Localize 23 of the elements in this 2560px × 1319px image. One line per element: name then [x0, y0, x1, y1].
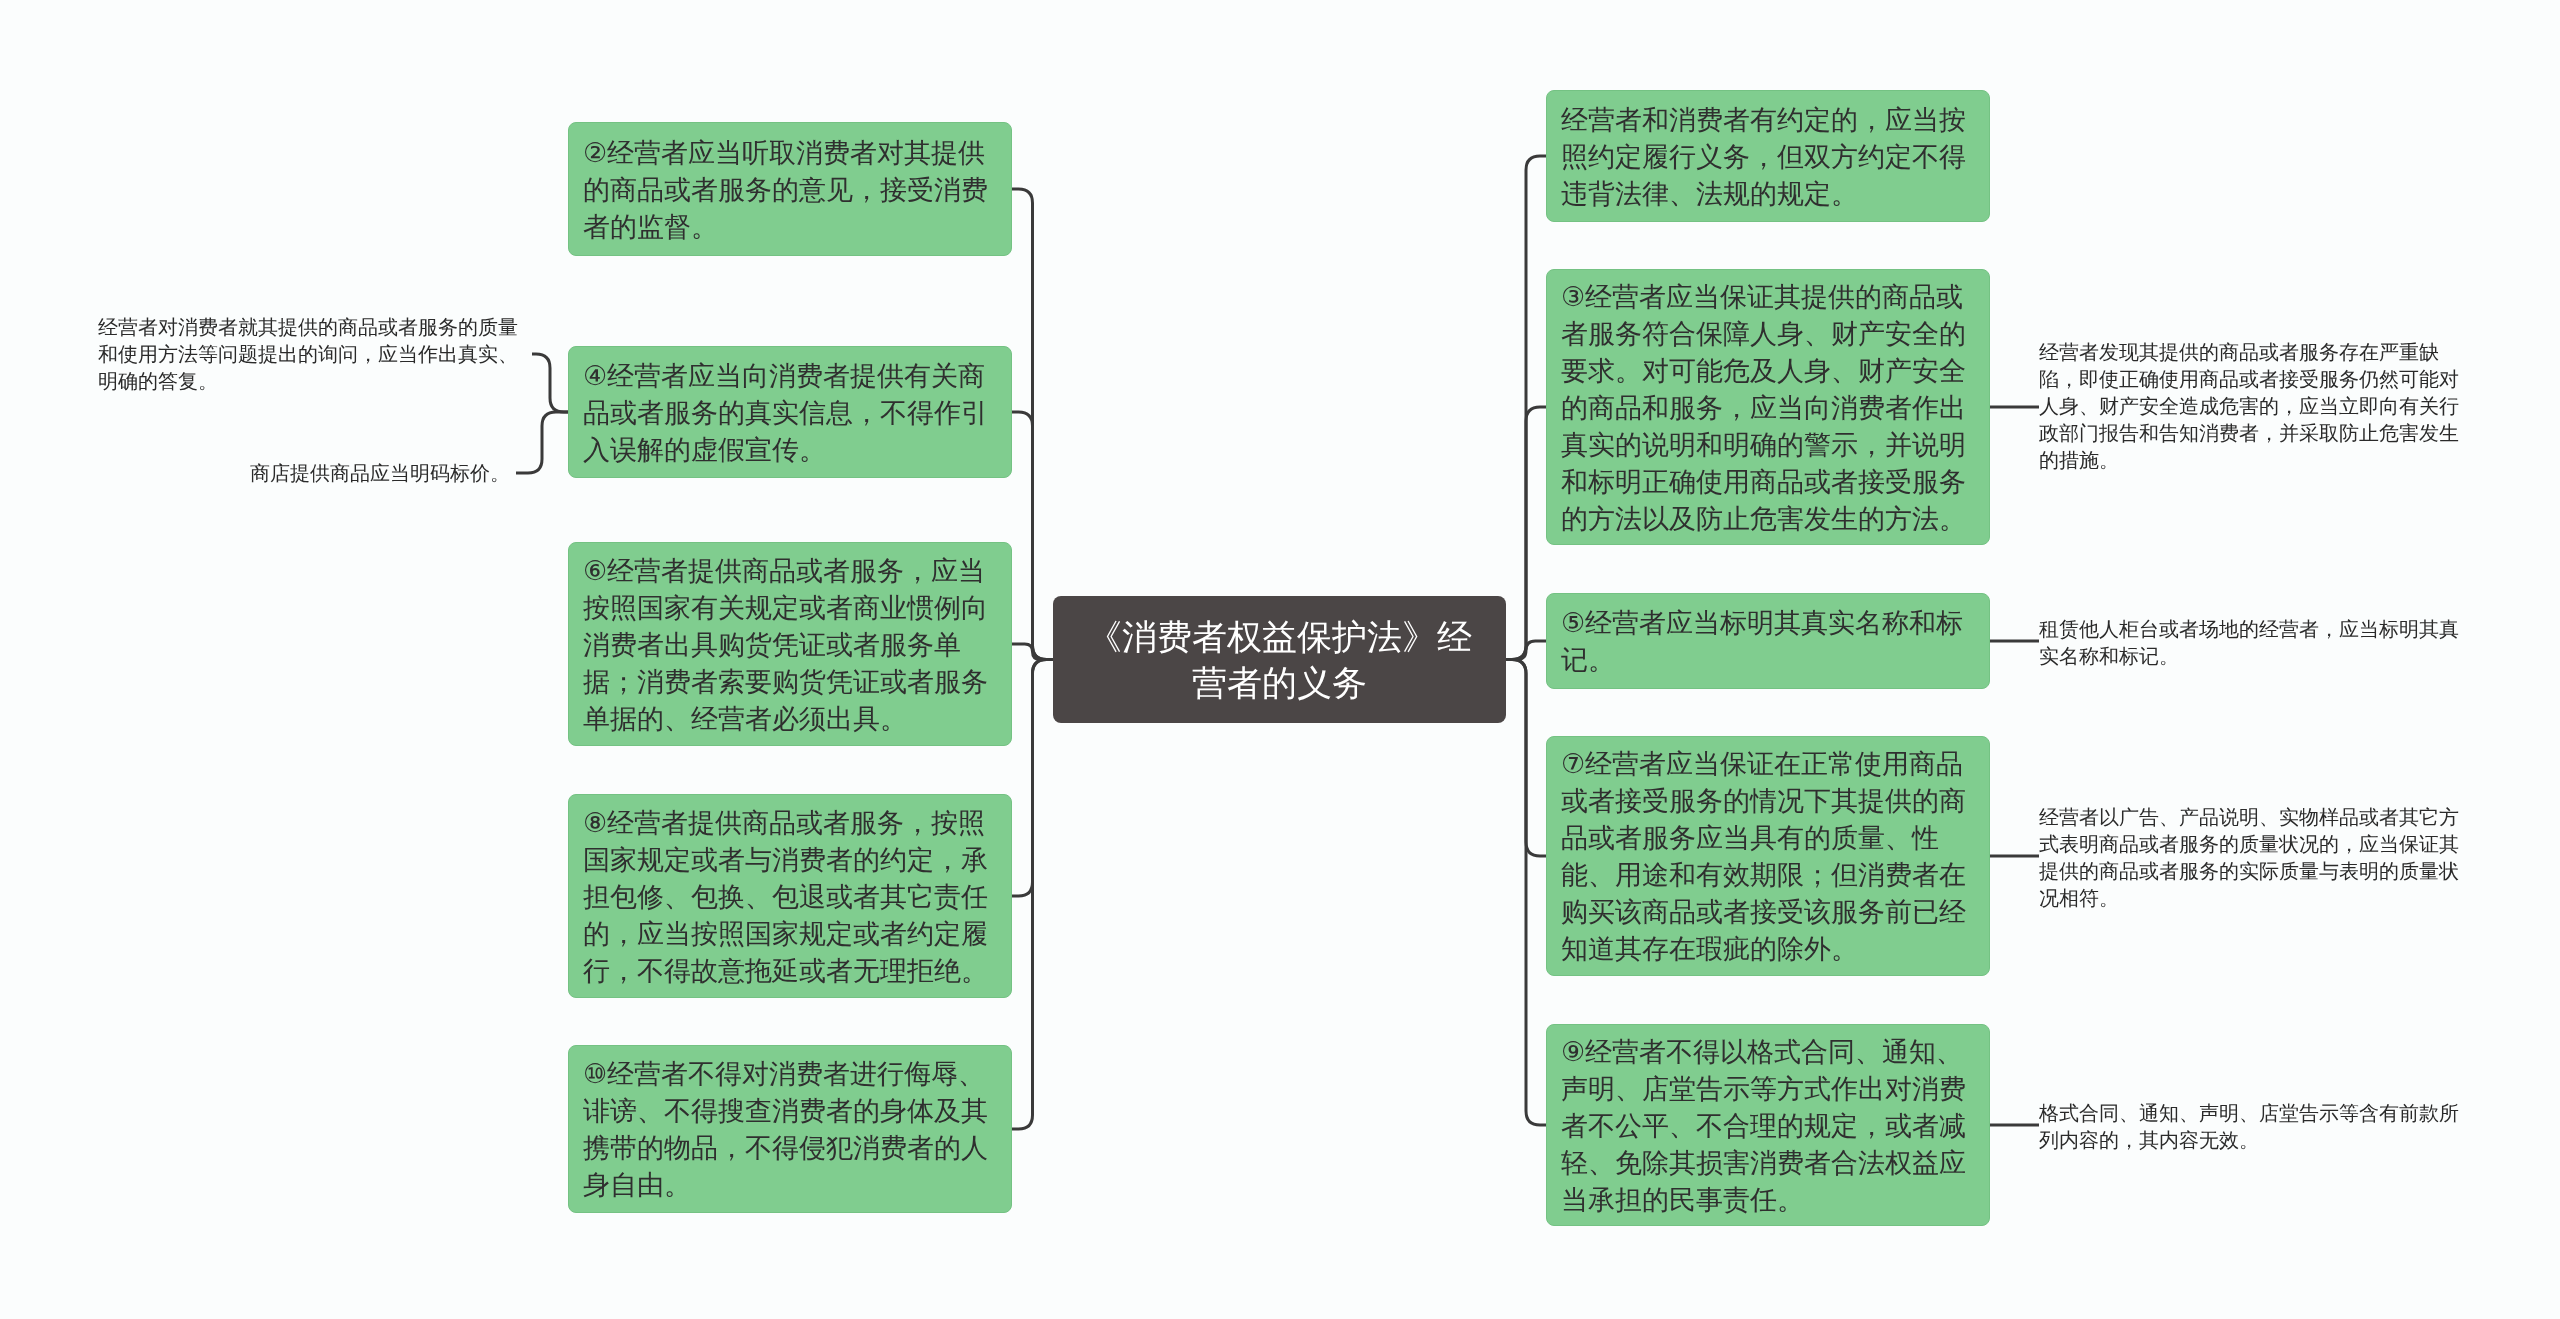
connector — [516, 410, 568, 475]
connector — [1990, 639, 2039, 643]
note-text: 格式合同、通知、声明、店堂告示等含有前款所列内容的，其内容无效。 — [2039, 1099, 2469, 1155]
note-text: 经营者对消费者就其提供的商品或者服务的质量和使用方法等问题提出的询问，应当作出真实、明确的答复。 — [98, 313, 526, 395]
topic-box: ⑥经营者提供商品或者服务，应当按照国家有关规定或者商业惯例向消费者出具购货凭证或者服务单据；消费者索要购货凭证或者服务单据的、经营者必须出具。 — [568, 542, 1012, 746]
topic-box: ④经营者应当向消费者提供有关商品或者服务的真实信息，不得作引入误解的虚假宣传。 — [568, 346, 1012, 478]
topic-box: ⑤经营者应当标明其真实名称和标记。 — [1546, 593, 1990, 689]
topic-box: ②经营者应当听取消费者对其提供的商品或者服务的意见，接受消费者的监督。 — [568, 122, 1012, 256]
topic-box: ⑨经营者不得以格式合同、通知、声明、店堂告示等方式作出对消费者不公平、不合理的规定，或者减轻、免除其损害消费者合法权益应当承担的民事责任。 — [1546, 1024, 1990, 1226]
topic-box: ⑦经营者应当保证在正常使用商品或者接受服务的情况下其提供的商品或者服务应当具有的质量、性能、用途和有效期限；但消费者在购买该商品或者接受该服务前已经知道其存在瑕疵的除外。 — [1546, 736, 1990, 976]
topic-box: 经营者和消费者有约定的，应当按照约定履行义务，但双方约定不得违背法律、法规的规定。 — [1546, 90, 1990, 222]
connector — [1990, 1123, 2039, 1127]
central-topic-box: 《消费者权益保护法》经营者的义务 — [1053, 596, 1506, 723]
connector — [1990, 854, 2039, 858]
connector — [1012, 658, 1053, 1131]
note-text: 经营者发现其提供的商品或者服务存在严重缺陷，即使正确使用商品或者接受服务仍然可能对人身、财产安全造成危害的，应当立即向有关行政部门报告和告知消费者，并采取防止危害发生的措施。 — [2039, 338, 2469, 474]
connector — [1990, 405, 2039, 409]
topic-box: ⑧经营者提供商品或者服务，按照国家规定或者与消费者的约定，承担包修、包换、包退或者其它责任的，应当按照国家规定或者约定履行，不得故意拖延或者无理拒绝。 — [568, 794, 1012, 998]
note-text: 经营者以广告、产品说明、实物样品或者其它方式表明商品或者服务的质量状况的，应当保证其提供的商品或者服务的实际质量与表明的质量状况相符。 — [2039, 803, 2469, 913]
topic-box: ⑩经营者不得对消费者进行侮辱、诽谤、不得搜查消费者的身体及其携带的物品，不得侵犯消费者的人身自由。 — [568, 1045, 1012, 1213]
note-text: 租赁他人柜台或者场地的经营者，应当标明其真实名称和标记。 — [2039, 615, 2469, 671]
note-text: 商店提供商品应当明码标价。 — [200, 459, 510, 487]
topic-box: ③经营者应当保证其提供的商品或者服务符合保障人身、财产安全的要求。对可能危及人身、财产安全的商品和服务，应当向消费者作出真实的说明和明确的警示，并说明和标明正确使用商品或者接受服务的方法以及防止危害发生的方法。 — [1546, 269, 1990, 545]
